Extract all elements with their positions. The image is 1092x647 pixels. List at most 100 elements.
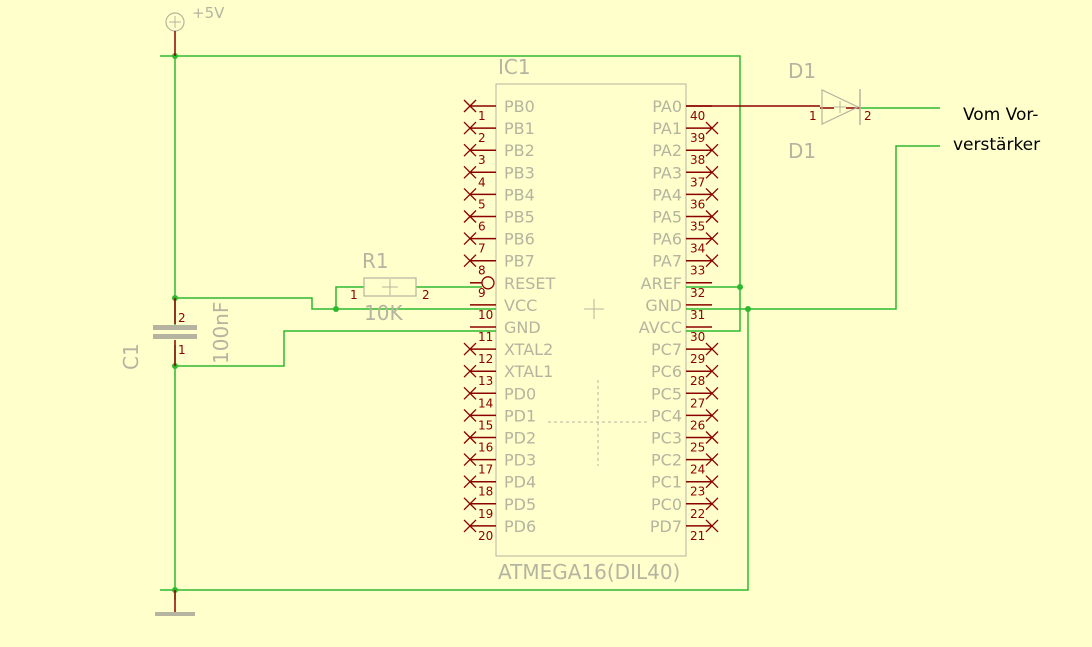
resistor-body xyxy=(363,277,417,297)
no-connect-x-icon xyxy=(463,453,477,467)
ic-pin-name: AVCC xyxy=(639,318,682,337)
capacitor-pin1-number: 1 xyxy=(178,343,186,357)
no-connect-x-icon xyxy=(705,143,719,157)
ic-pin-name: GND xyxy=(504,318,541,337)
wire-gnd-pin11[interactable] xyxy=(175,330,496,367)
ic-pin-pa4[interactable]: 36 PA4 xyxy=(652,185,719,211)
diode-d1[interactable]: D1 D1 1 2 xyxy=(788,59,872,163)
ic-pin-number: 36 xyxy=(690,197,705,211)
ic-pin-name: PB7 xyxy=(504,252,535,271)
ic-pin-number: 11 xyxy=(478,330,493,344)
no-connect-x-icon xyxy=(463,475,477,489)
wire-cap-top-to-vcc[interactable] xyxy=(175,297,496,310)
ic-pin-name: AREF xyxy=(641,274,682,293)
ic-pin-number: 37 xyxy=(690,175,705,189)
wire-gnd-rail-bottom[interactable] xyxy=(160,308,749,591)
no-connect-x-icon xyxy=(705,497,719,511)
ground-symbol[interactable] xyxy=(155,590,195,616)
diode-name: D1 xyxy=(788,59,816,83)
resistor-value: 10K xyxy=(364,301,403,325)
resistor-r1[interactable]: R1 10K 1 2 xyxy=(350,249,430,325)
resistor-pin2-number: 2 xyxy=(422,288,430,302)
no-connect-x-icon xyxy=(705,431,719,444)
junction-dot xyxy=(737,284,743,290)
ic-origin-cross xyxy=(548,299,648,466)
net-label-vorverstaerker[interactable]: Vom Vor- verstärker xyxy=(953,105,1040,155)
capacitor-pin2-number: 2 xyxy=(178,311,186,325)
capacitor-c1[interactable]: 2 1 C1 100nF xyxy=(119,298,233,370)
ic-pin-number: 17 xyxy=(478,463,493,477)
wire-avcc[interactable] xyxy=(686,287,741,332)
ic-value: ATMEGA16(DIL40) xyxy=(498,560,680,584)
no-connect-x-icon xyxy=(463,165,477,179)
ic-body[interactable] xyxy=(495,83,687,557)
no-connect-x-icon xyxy=(705,121,719,135)
ic-pin-name: PB2 xyxy=(504,141,535,160)
ic-pin-number: 16 xyxy=(478,441,493,455)
wire-resistor-pin1[interactable] xyxy=(335,286,364,309)
supply-5v-symbol[interactable]: +5V xyxy=(165,4,225,56)
ic-pin-name: PC3 xyxy=(651,429,682,448)
ic-pin-name: PB4 xyxy=(504,185,535,204)
ic-pin-number: 26 xyxy=(690,418,705,432)
ic-pin-pb1[interactable]: 2 PB1 xyxy=(463,119,535,145)
no-connect-x-icon xyxy=(705,342,719,356)
ic-pin-gnd[interactable]: 11 GND xyxy=(470,318,541,344)
no-connect-x-icon xyxy=(463,232,477,246)
ic-pin-name: PB1 xyxy=(504,119,535,138)
ic-pin-name: PD7 xyxy=(650,517,682,536)
capacitor-plate-icon xyxy=(153,334,197,339)
wire-vcc-rail-top[interactable] xyxy=(160,55,741,288)
ic-pin-name: PD0 xyxy=(504,384,536,403)
wire-vorverstaerker-gnd[interactable] xyxy=(748,145,940,310)
no-connect-x-icon xyxy=(705,232,719,246)
no-connect-x-icon xyxy=(705,254,719,268)
no-connect-x-icon xyxy=(463,408,477,422)
ic-pin-name: PB5 xyxy=(504,208,535,227)
ic-pin-number: 2 xyxy=(478,131,486,145)
no-connect-x-icon xyxy=(463,254,477,268)
ic-pin-name: PA4 xyxy=(652,185,682,204)
wires xyxy=(160,55,940,600)
net-label-line1: Vom Vor- xyxy=(963,105,1038,125)
resistor-name: R1 xyxy=(362,249,389,273)
no-connect-x-icon xyxy=(463,187,477,201)
